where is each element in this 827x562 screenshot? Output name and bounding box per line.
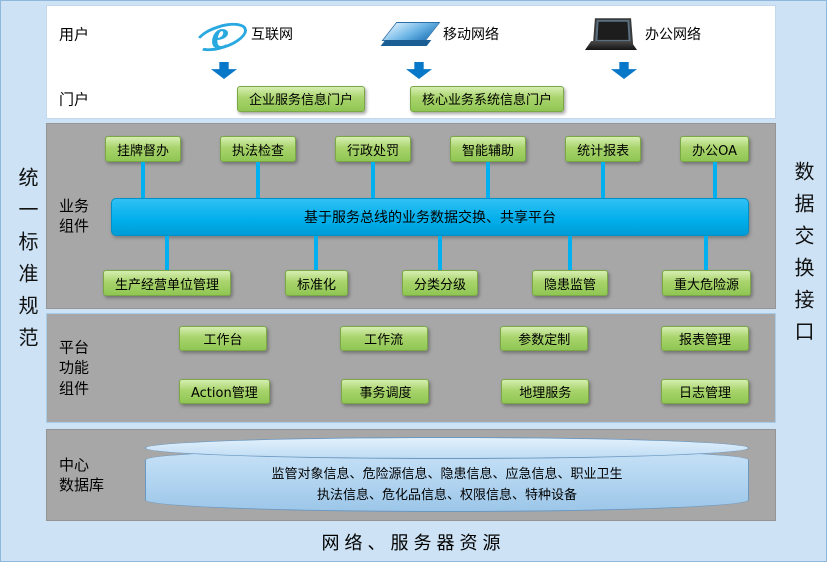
platform-module-box: 事务调度 <box>341 379 430 404</box>
business-module: 智能辅助 <box>450 136 527 198</box>
platform-row-1: 工作台 工作流 参数定制 报表管理 <box>47 314 775 351</box>
connector-line <box>256 162 261 198</box>
business-module-box: 统计报表 <box>565 136 642 162</box>
platform-components-label: 平台 功能 组件 <box>59 338 89 399</box>
business-module: 统计报表 <box>565 136 642 198</box>
database-label-line1: 中心 <box>59 455 90 474</box>
connector-line <box>371 162 376 198</box>
database-content-line1: 监管对象信息、危险源信息、隐患信息、应急信息、职业卫生 <box>271 467 623 482</box>
connector-line <box>567 236 572 270</box>
connector-line <box>712 162 717 198</box>
central-database-section: 中心 数据库 监管对象信息、危险源信息、隐患信息、应急信息、职业卫生 执法信息、… <box>46 429 776 521</box>
business-module: 办公OA <box>680 136 749 198</box>
connector-line <box>704 236 709 270</box>
business-module: 重大危险源 <box>661 236 751 296</box>
mobile-network-icon <box>379 19 435 49</box>
office-network-item: 办公网络 <box>585 17 701 51</box>
business-module-box: 办公OA <box>680 136 749 162</box>
down-arrow-icon <box>611 62 637 79</box>
platform-module-box: 地理服务 <box>501 379 590 404</box>
top-panel: 用户 e 互联网 移动网络 办公网络 门户 <box>46 5 776 119</box>
ie-browser-icon: e <box>197 12 243 57</box>
user-layer-label: 用户 <box>59 25 90 44</box>
user-layer: 用户 e 互联网 移动网络 办公网络 <box>47 6 775 62</box>
laptop-icon <box>585 17 637 51</box>
business-module: 执法检查 <box>220 136 297 198</box>
central-database-label: 中心 数据库 <box>59 455 104 496</box>
mobile-network-label: 移动网络 <box>443 27 499 43</box>
business-bottom-modules: 生产经营单位管理 标准化 分类分级 隐患监管 重大危险源 <box>47 236 775 296</box>
business-module: 生产经营单位管理 <box>103 236 232 296</box>
connector-line <box>141 162 145 198</box>
database-cylinder: 监管对象信息、危险源信息、隐患信息、应急信息、职业卫生 执法信息、危化品信息、权… <box>145 437 749 515</box>
business-components-section: 业务 组件 挂牌督办 执法检查 行政处罚 智能辅助 统计报表 <box>46 123 776 309</box>
left-vertical-label: 统一标准规范 <box>15 167 39 359</box>
business-module-box: 执法检查 <box>220 136 297 162</box>
database-label-line2: 数据库 <box>59 476 105 494</box>
office-network-label: 办公网络 <box>645 27 701 43</box>
right-vertical-label: 数据交换接口 <box>791 161 815 353</box>
business-label-line1: 业务 <box>59 196 90 215</box>
business-module-box: 标准化 <box>284 270 348 296</box>
business-module: 行政处罚 <box>335 136 412 198</box>
enterprise-portal-box: 企业服务信息门户 <box>237 85 366 112</box>
business-module: 隐患监管 <box>531 236 608 296</box>
mobile-network-item: 移动网络 <box>379 19 499 49</box>
platform-module-box: 日志管理 <box>660 379 749 404</box>
connector-line <box>314 236 319 270</box>
portal-items: 企业服务信息门户 核心业务系统信息门户 <box>47 85 565 112</box>
business-module-box: 隐患监管 <box>531 270 608 296</box>
core-business-portal-box: 核心业务系统信息门户 <box>410 85 565 112</box>
business-module-box: 智能辅助 <box>450 136 527 162</box>
internet-label: 互联网 <box>251 27 293 43</box>
business-module: 挂牌督办 <box>105 136 182 198</box>
platform-label-line1: 平台 <box>59 338 90 357</box>
connector-line <box>437 236 442 270</box>
platform-module-box: Action管理 <box>179 379 270 404</box>
platform-label-line3: 组件 <box>59 379 90 398</box>
business-module-box: 分类分级 <box>401 270 478 296</box>
platform-module-box: 报表管理 <box>660 326 749 351</box>
database-content-line2: 执法信息、危化品信息、权限信息、特种设备 <box>316 488 577 504</box>
internet-item: e 互联网 <box>197 12 293 57</box>
platform-module-box: 工作台 <box>179 326 267 351</box>
business-module-box: 行政处罚 <box>335 136 412 162</box>
business-module: 分类分级 <box>401 236 478 296</box>
database-content: 监管对象信息、危险源信息、隐患信息、应急信息、职业卫生 执法信息、危化品信息、权… <box>145 464 749 507</box>
down-arrow-icon <box>211 62 237 79</box>
platform-components-section: 平台 功能 组件 工作台 工作流 参数定制 报表管理 Action管理 事务调度… <box>46 313 776 423</box>
connector-line <box>486 162 491 198</box>
platform-module-box: 参数定制 <box>500 326 589 351</box>
business-module: 标准化 <box>284 236 348 296</box>
database-cylinder-top <box>145 437 749 459</box>
connector-line <box>601 162 606 198</box>
user-items: e 互联网 移动网络 办公网络 <box>47 6 775 62</box>
portal-layer-label: 门户 <box>59 90 90 108</box>
business-module-box: 生产经营单位管理 <box>103 270 232 296</box>
network-server-resources-label: 网络、服务器资源 <box>321 533 506 554</box>
business-module-box: 挂牌督办 <box>105 136 182 162</box>
service-bus-bar: 基于服务总线的业务数据交换、共享平台 <box>111 198 749 236</box>
business-top-modules: 挂牌督办 执法检查 行政处罚 智能辅助 统计报表 办公OA <box>47 124 775 198</box>
connector-line <box>165 236 169 270</box>
down-arrow-icon <box>406 62 432 79</box>
business-module-box: 重大危险源 <box>661 270 751 296</box>
business-components-label: 业务 组件 <box>59 196 89 237</box>
platform-module-box: 工作流 <box>339 326 428 351</box>
platform-label-line2: 功能 <box>59 358 90 377</box>
business-label-line2: 组件 <box>59 217 90 235</box>
portal-layer: 门户 企业服务信息门户 核心业务系统信息门户 <box>47 78 775 119</box>
platform-row-2: Action管理 事务调度 地理服务 日志管理 <box>47 351 775 404</box>
